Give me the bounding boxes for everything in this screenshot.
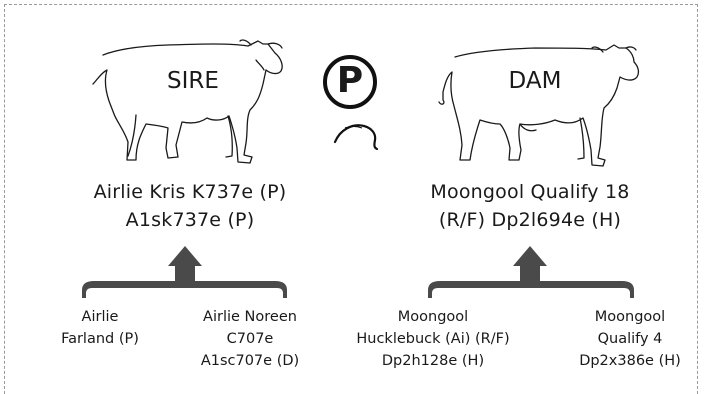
dam-inheritance-arrow <box>428 246 634 298</box>
dam-parent-1-line3: Dp2h128e (H) <box>381 353 485 369</box>
sire-parent-1: Airlie Farland (P) <box>45 306 155 350</box>
diagram-frame <box>4 4 698 394</box>
sire-name-line2: A1sk737e (P) <box>125 209 255 231</box>
dam-label: DAM <box>508 68 562 94</box>
dam-name: Moongool Qualify 18 (R/F) Dp2l694e (H) <box>380 178 680 234</box>
sire-parent-2-line2: C707e <box>226 331 274 347</box>
pedigree-artwork <box>82 39 640 298</box>
polled-symbol-letter: P <box>336 60 364 101</box>
dam-parent-1-line2: Hucklebuck (Ai) (R/F) <box>356 331 510 347</box>
sire-parent-2-line1: Airlie Noreen <box>203 309 297 325</box>
sire-name-line1: Airlie Kris K737e (P) <box>93 181 287 203</box>
dam-parent-1-line1: Moongool <box>397 309 469 325</box>
dam-parent-2-line1: Moongool <box>594 309 666 325</box>
polled-symbol-icon <box>323 55 379 151</box>
sire-name: Airlie Kris K737e (P) A1sk737e (P) <box>40 178 340 234</box>
dam-parent-2: Moongool Qualify 4 Dp2x386e (H) <box>562 306 698 372</box>
dam-parent-2-line2: Qualify 4 <box>597 331 663 347</box>
dam-parent-1: Moongool Hucklebuck (Ai) (R/F) Dp2h128e … <box>333 306 533 372</box>
dam-parent-2-line3: Dp2x386e (H) <box>579 353 681 369</box>
sire-parent-2-line3: A1sc707e (D) <box>200 353 300 369</box>
dam-name-line2: (R/F) Dp2l694e (H) <box>438 209 622 231</box>
sire-parent-1-line2: Farland (P) <box>61 331 139 347</box>
dam-cattle-icon <box>438 44 640 167</box>
sire-cattle-icon <box>92 39 283 164</box>
sire-inheritance-arrow <box>82 246 287 298</box>
dam-name-line1: Moongool Qualify 18 <box>430 181 630 203</box>
sire-parent-2: Airlie Noreen C707e A1sc707e (D) <box>180 306 320 372</box>
sire-label: SIRE <box>167 68 219 94</box>
sire-parent-1-line1: Airlie <box>81 309 119 325</box>
